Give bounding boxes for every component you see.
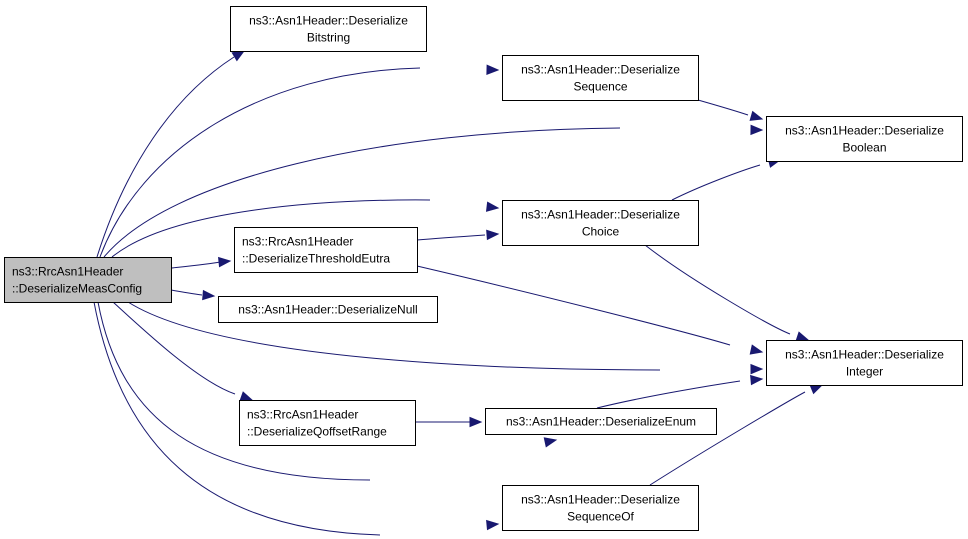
- node-box[interactable]: [766, 340, 963, 386]
- node-label-line-1: ns3::Asn1Header::Deserialize: [521, 208, 680, 222]
- edge-sequence-to-boolean: [697, 99, 749, 116]
- edge-root-to-choice: [111, 199, 431, 258]
- arrowhead-root-to-null: [202, 289, 216, 301]
- node-box[interactable]: [766, 116, 963, 162]
- node-label-line-2: Choice: [582, 225, 620, 239]
- edge-root-to-bitstring: [96, 56, 235, 258]
- node-label-line-1: ns3::Asn1Header::Deserialize: [249, 14, 408, 28]
- node-label-line-2: ::DeserializeMeasConfig: [12, 282, 142, 296]
- node-label-line-2: ::DeserializeThresholdEutra: [242, 252, 390, 266]
- node-label-line-2: Boolean: [842, 141, 886, 155]
- node-label-line-2: Sequence: [573, 80, 627, 94]
- node-label-line-1: ns3::RrcAsn1Header: [12, 265, 123, 279]
- edge-root-to-threshold: [170, 261, 221, 269]
- node-box[interactable]: [502, 55, 699, 101]
- arrowhead-qoffset-to-enum: [469, 416, 483, 428]
- node-root[interactable]: ns3::RrcAsn1Header::DeserializeMeasConfi…: [4, 257, 172, 303]
- node-label-line-2: ::DeserializeQoffsetRange: [247, 425, 387, 439]
- node-box[interactable]: [485, 408, 717, 435]
- edge-root-to-integer: [127, 301, 661, 371]
- node-label-line-1: ns3::Asn1Header::Deserialize: [785, 348, 944, 362]
- node-label-line-1: ns3::RrcAsn1Header: [242, 235, 353, 249]
- node-label-line-1: ns3::Asn1Header::Deserialize: [521, 63, 680, 77]
- node-box[interactable]: [230, 6, 427, 52]
- node-box[interactable]: [218, 296, 438, 323]
- node-label-line-2: SequenceOf: [567, 510, 634, 524]
- arrowhead-root-to-qoffset: [239, 391, 254, 402]
- arrowhead-root-to-sequence: [486, 64, 500, 75]
- arrowhead-threshold-to-choice: [486, 229, 500, 241]
- node-box[interactable]: [4, 257, 172, 303]
- arrowhead-root-to-boolean: [750, 124, 764, 136]
- arrowhead-enum-to-integer: [750, 374, 764, 386]
- arrowhead-root-to-integer: [750, 363, 764, 375]
- node-label-line-1: ns3::RrcAsn1Header: [247, 408, 358, 422]
- edge-choice-to-integer: [644, 244, 791, 335]
- edge-root-to-qoffset: [112, 301, 236, 395]
- node-qoffset[interactable]: ns3::RrcAsn1Header::DeserializeQoffsetRa…: [239, 400, 416, 446]
- edge-choice-to-boolean: [671, 164, 761, 201]
- edge-root-to-sequence: [99, 67, 421, 258]
- edge-threshold-to-choice: [416, 234, 486, 241]
- edge-root-to-sequenceof: [93, 301, 381, 536]
- node-label-line-1: ns3::Asn1Header::Deserialize: [521, 493, 680, 507]
- edge-threshold-to-integer: [416, 265, 731, 346]
- edge-root-to-boolean: [103, 127, 621, 258]
- nodes-layer: ns3::RrcAsn1Header::DeserializeMeasConfi…: [4, 6, 963, 531]
- arrowhead-root-to-threshold: [218, 256, 232, 268]
- arrowhead-sequence-to-boolean: [749, 110, 764, 121]
- node-enum[interactable]: ns3::Asn1Header::DeserializeEnum: [485, 408, 717, 435]
- node-threshold[interactable]: ns3::RrcAsn1Header::DeserializeThreshold…: [234, 227, 418, 273]
- edge-enum-to-integer: [596, 380, 741, 409]
- node-label-line-1: ns3::Asn1Header::DeserializeEnum: [506, 415, 696, 429]
- arrowhead-root-to-sequenceof: [486, 519, 500, 531]
- node-box[interactable]: [502, 200, 699, 246]
- edges-layer: [93, 50, 824, 536]
- node-label-line-2: Integer: [846, 365, 883, 379]
- node-label-line-1: ns3::Asn1Header::DeserializeNull: [238, 303, 417, 317]
- arrowhead-choice-to-integer: [795, 331, 810, 342]
- edge-root-to-null: [170, 289, 203, 296]
- node-box[interactable]: [239, 400, 416, 446]
- node-null[interactable]: ns3::Asn1Header::DeserializeNull: [218, 296, 438, 323]
- edge-root-to-enum: [97, 301, 371, 481]
- edge-sequenceof-to-integer: [649, 391, 806, 486]
- arrowhead-sequenceof-to-integer: [809, 384, 824, 395]
- node-box[interactable]: [234, 227, 418, 273]
- node-label-line-1: ns3::Asn1Header::Deserialize: [785, 124, 944, 138]
- arrowhead-root-to-choice: [485, 201, 500, 212]
- arrowhead-threshold-to-integer: [749, 344, 764, 355]
- arrowhead-root-to-bitstring: [231, 50, 246, 62]
- node-box[interactable]: [502, 485, 699, 531]
- arrowhead-root-to-enum: [543, 437, 558, 448]
- node-label-line-2: Bitstring: [307, 31, 350, 45]
